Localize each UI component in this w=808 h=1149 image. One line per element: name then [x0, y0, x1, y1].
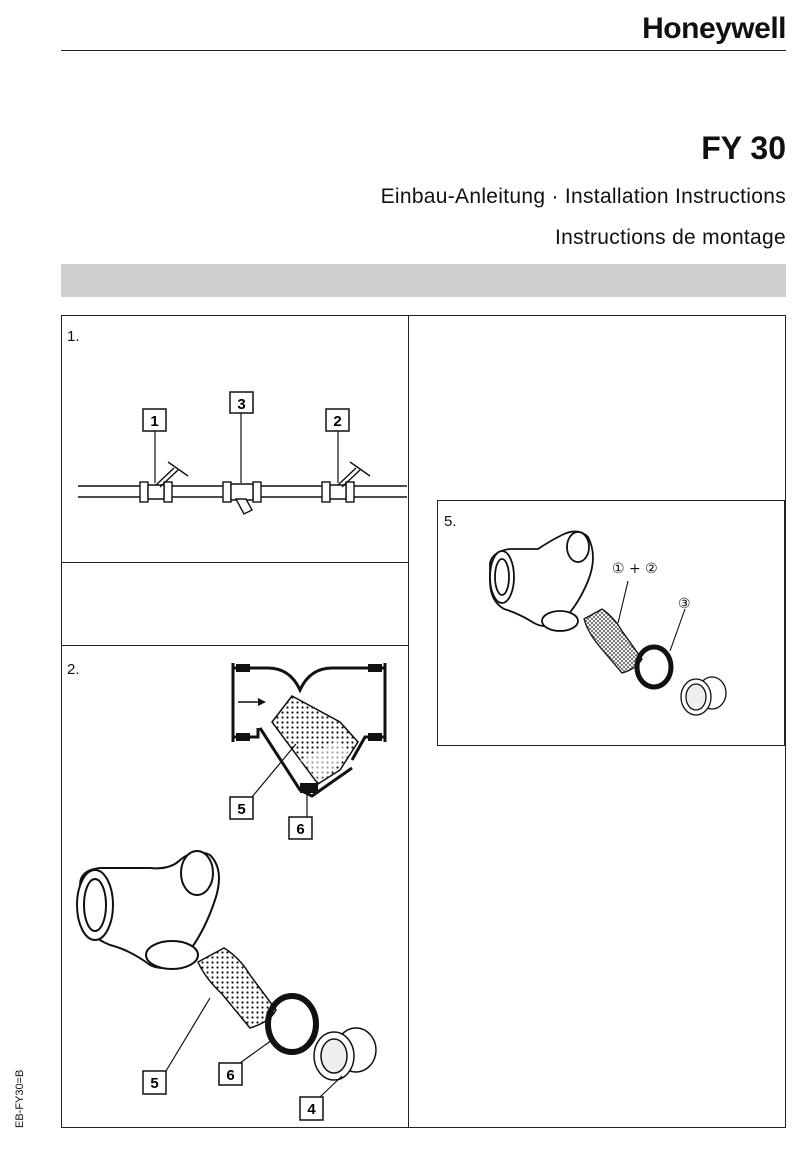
- strainer-icon: [222, 481, 262, 515]
- panel1-bottom-rule: [61, 562, 409, 563]
- panel2-top-rule: [61, 645, 409, 646]
- filter-screen-exploded-icon: [197, 947, 277, 1029]
- subtitle-line2: Instructions de montage: [554, 226, 786, 249]
- drain-plug-icon: [300, 783, 318, 793]
- callout-strainer: 3: [237, 396, 245, 413]
- strainer-body-icon: [489, 530, 594, 632]
- shutoff-valve-left-icon: [139, 461, 189, 503]
- end-cap-icon: [313, 1027, 377, 1081]
- callout-screen-exploded: 5: [150, 1075, 158, 1092]
- step2-label: 2.: [67, 661, 80, 678]
- callout-screen-section: 5: [237, 801, 245, 818]
- model-title: FY 30: [701, 130, 786, 166]
- ring-label: ③: [678, 596, 691, 612]
- header-rule: [61, 50, 786, 51]
- strainer-body-exploded-icon: [76, 850, 220, 970]
- screen-parts-label: ① + ②: [612, 561, 658, 577]
- document-code: EB-FY30=B: [14, 1069, 26, 1128]
- header-band: [61, 264, 786, 297]
- shutoff-valve-right-icon: [321, 461, 371, 503]
- seal-ring-icon: [634, 644, 674, 690]
- callout-gasket-section: 6: [296, 821, 304, 838]
- subtitle-line1: Einbau-Anleitung · Installation Instruct…: [380, 185, 786, 208]
- step5-exploded-diagram: [489, 530, 727, 716]
- brand-logo: Honeywell: [642, 12, 786, 45]
- step5-label: 5.: [444, 513, 457, 530]
- callout-valve-right: 2: [333, 413, 341, 430]
- step1-label: 1.: [67, 328, 80, 345]
- instruction-frame: [61, 315, 786, 1128]
- callout-cap: 4: [307, 1101, 316, 1118]
- mesh-screen-icon: [583, 608, 643, 674]
- callout-valve-left: 1: [150, 413, 158, 430]
- flow-arrow-icon: [238, 698, 266, 706]
- cap-icon: [680, 676, 727, 716]
- step5-panel: 5. ① + ② ③: [437, 500, 785, 746]
- callout-gasket-exploded: 6: [226, 1067, 234, 1084]
- gasket-ring-icon: [265, 993, 319, 1055]
- column-divider: [408, 315, 409, 1128]
